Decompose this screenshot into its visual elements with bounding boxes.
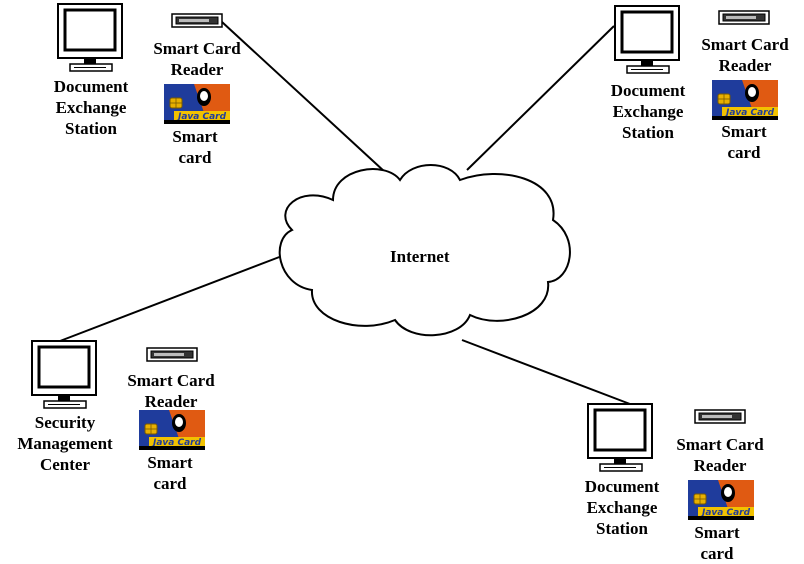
java-card-icon	[138, 409, 206, 451]
station-label: Document Exchange Station	[610, 81, 686, 142]
card-label: Smart card	[147, 453, 193, 493]
computer-icon	[30, 339, 98, 410]
smart-card-reader-icon	[146, 347, 198, 362]
station-label: Document Exchange Station	[584, 477, 660, 538]
link-bottom-left	[59, 255, 283, 342]
card-label: Smart card	[172, 127, 218, 167]
security-center-label: Security Management Center	[17, 413, 113, 474]
smart-card-reader-icon	[718, 10, 770, 25]
reader-label: Smart Card Reader	[701, 35, 789, 75]
internet-label: Internet	[390, 247, 450, 266]
station-label: Document Exchange Station	[53, 77, 129, 138]
java-card-icon	[163, 83, 231, 125]
link-bottom-right	[461, 339, 631, 405]
computer-icon	[586, 402, 654, 473]
card-label: Smart card	[694, 523, 740, 563]
java-card-icon	[687, 479, 755, 521]
link-top-right	[466, 25, 615, 171]
link-top-left	[221, 21, 386, 173]
card-label: Smart card	[721, 122, 767, 162]
reader-label: Smart Card Reader	[127, 371, 215, 411]
reader-label: Smart Card Reader	[153, 39, 241, 79]
smart-card-reader-icon	[171, 13, 223, 28]
computer-icon	[56, 2, 124, 73]
internet-cloud	[278, 164, 571, 337]
java-card-icon	[711, 79, 779, 121]
smart-card-reader-icon	[694, 409, 746, 424]
reader-label: Smart Card Reader	[676, 435, 764, 475]
computer-icon	[613, 4, 681, 75]
